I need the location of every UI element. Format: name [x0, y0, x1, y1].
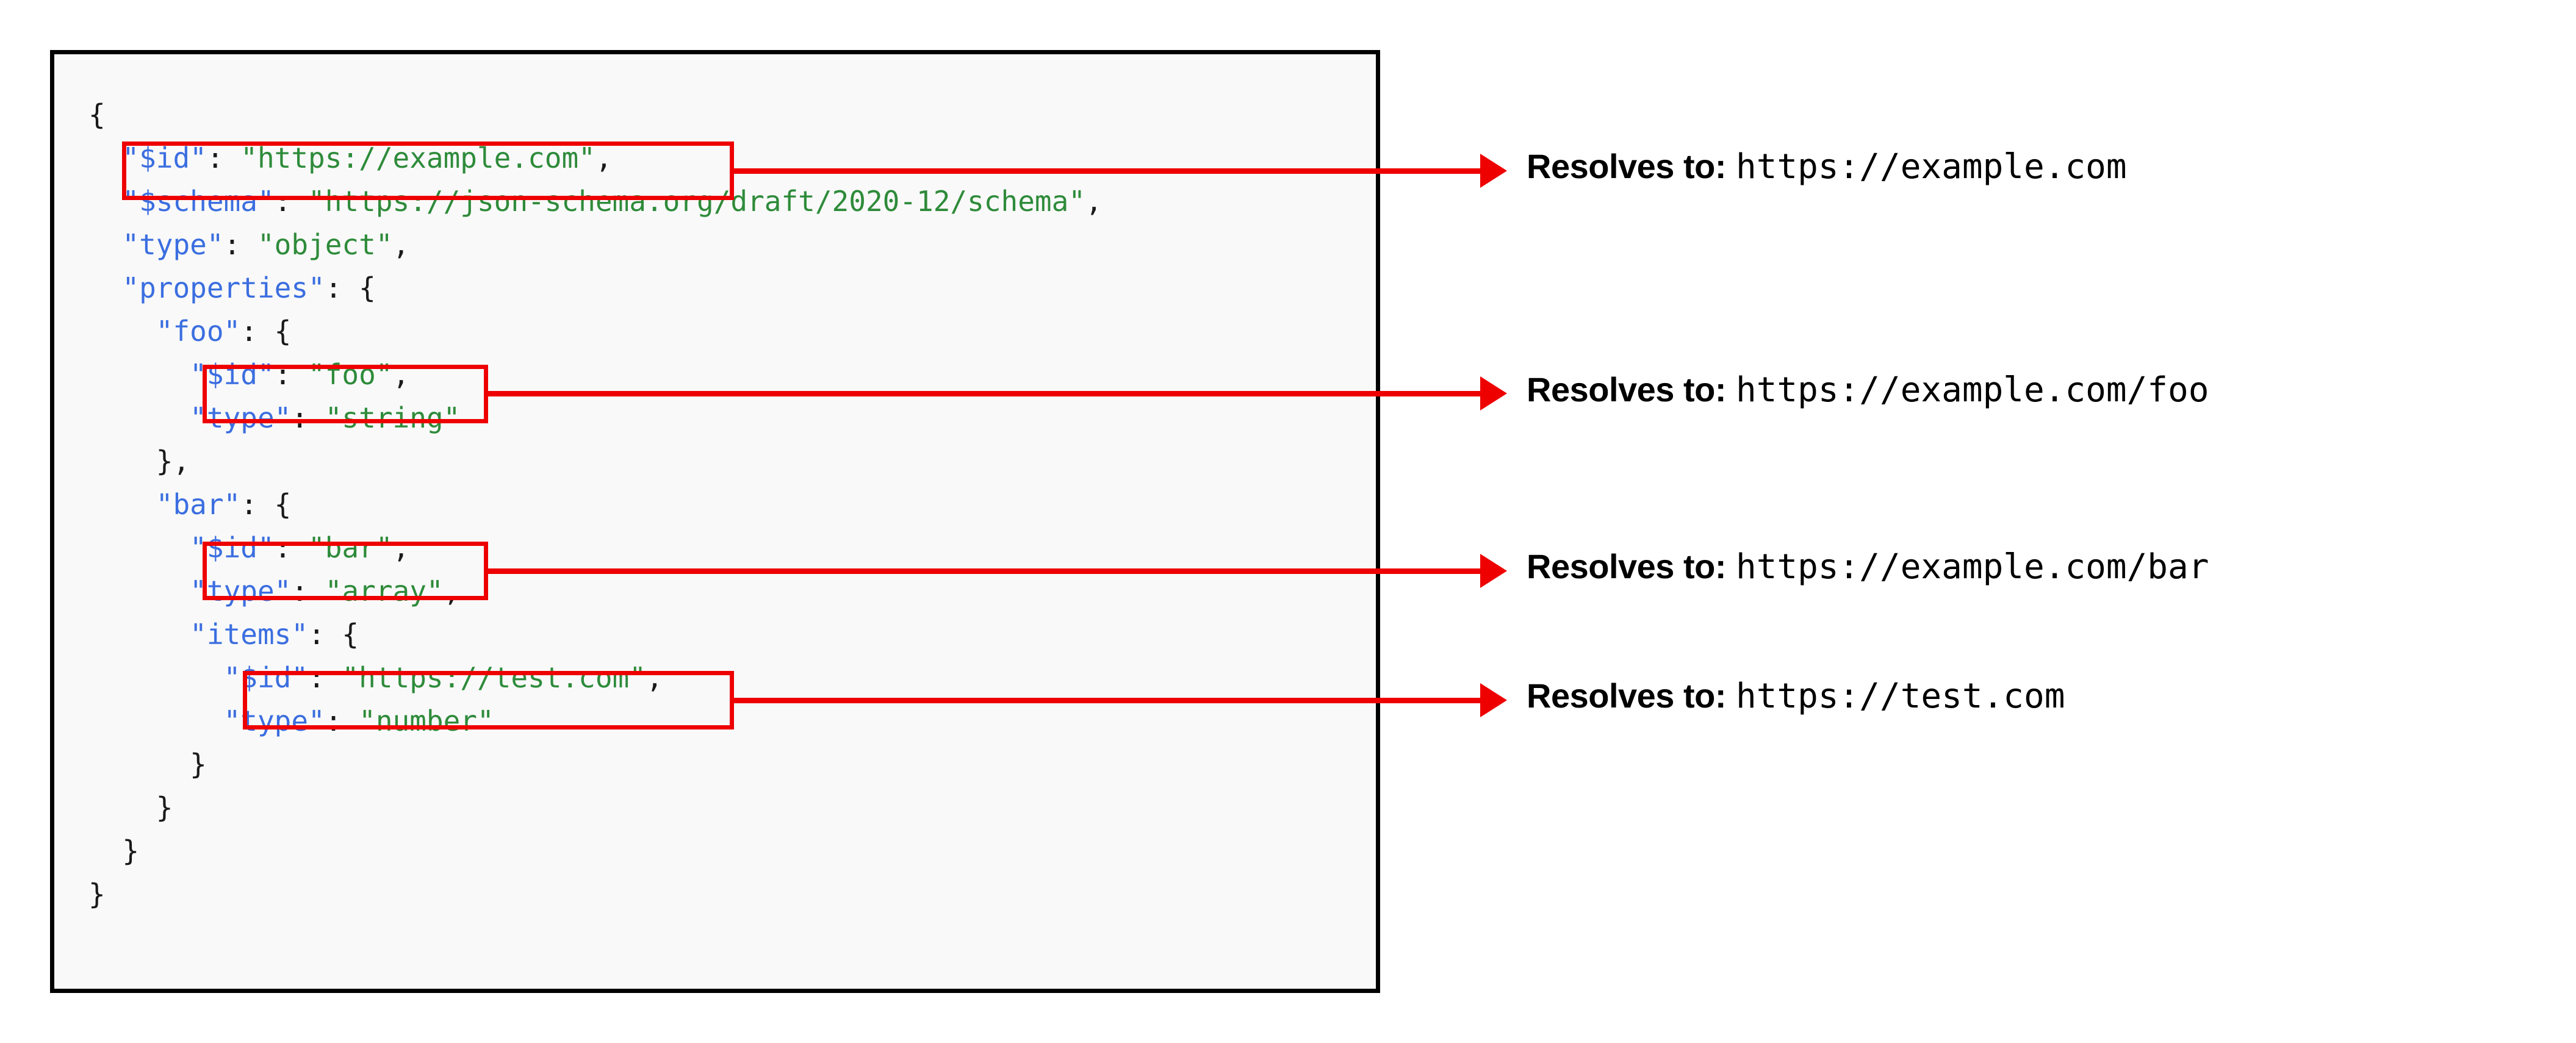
json-string: "string" — [325, 401, 461, 434]
json-string: "object" — [257, 228, 393, 261]
resolved-uri-value: https://example.com/bar — [1736, 547, 2209, 587]
code-line: "type": "array", — [88, 570, 1103, 613]
code-line: "bar": { — [88, 483, 1103, 526]
json-punctuation: : — [274, 185, 309, 218]
json-punctuation: : — [291, 575, 325, 608]
json-punctuation: }, — [156, 445, 190, 478]
resolves-to-label: Resolves to: — [1527, 676, 1727, 715]
json-string: "array" — [325, 575, 444, 608]
json-key: "type" — [190, 401, 292, 434]
json-punctuation: , — [392, 531, 410, 564]
code-line: "type": "number" — [88, 700, 1103, 743]
json-key: "type" — [122, 228, 224, 261]
code-line: "$id": "https://test.com", — [88, 656, 1103, 700]
json-punctuation: : { — [325, 271, 376, 304]
json-string: "number" — [359, 704, 494, 737]
json-string: "bar" — [308, 531, 393, 564]
code-line: "$schema": "https://json-schema.org/draf… — [88, 180, 1103, 223]
json-punctuation: : — [308, 661, 342, 694]
json-punctuation: : — [223, 228, 257, 261]
json-key: "properties" — [122, 271, 325, 304]
arrow-items-id-head — [1480, 683, 1507, 717]
code-line: "type": "object", — [88, 223, 1103, 267]
resolves-root: Resolves to:https://example.com — [1527, 146, 2127, 187]
code-line: "items": { — [88, 613, 1103, 656]
json-key: "$id" — [190, 358, 275, 391]
arrow-bar-id-line — [488, 568, 1480, 574]
resolved-uri-value: https://example.com/foo — [1736, 370, 2209, 410]
json-punctuation: , — [443, 575, 461, 608]
arrow-foo-id-head — [1480, 376, 1507, 410]
code-line: "$id": "https://example.com", — [88, 137, 1103, 180]
resolved-uri-value: https://example.com — [1736, 147, 2127, 187]
json-key: "$id" — [122, 142, 207, 174]
json-string: "https://test.com" — [342, 661, 646, 694]
code-line: "type": "string" — [88, 396, 1103, 440]
resolves-items: Resolves to:https://test.com — [1527, 676, 2065, 716]
json-punctuation: } — [190, 748, 207, 781]
code-line: "foo": { — [88, 310, 1103, 353]
json-punctuation: } — [88, 878, 106, 911]
arrow-root-id-head — [1480, 154, 1507, 188]
json-punctuation: : — [274, 358, 309, 391]
resolved-uri-value: https://test.com — [1736, 676, 2065, 716]
json-key: "$schema" — [122, 185, 275, 218]
code-line: "properties": { — [88, 267, 1103, 310]
code-line: } — [88, 786, 1103, 830]
arrow-root-id-line — [734, 168, 1480, 174]
json-punctuation: : — [325, 704, 359, 737]
json-punctuation: , — [1085, 185, 1103, 218]
json-punctuation: : { — [308, 618, 359, 651]
json-key: "$id" — [190, 531, 275, 564]
json-key: "foo" — [156, 315, 241, 348]
json-string: "https://example.com" — [240, 142, 595, 174]
code-listing: { "$id": "https://example.com", "$schema… — [88, 93, 1103, 916]
resolves-foo: Resolves to:https://example.com/foo — [1527, 370, 2209, 410]
json-key: "$id" — [223, 661, 309, 694]
arrow-bar-id-head — [1480, 554, 1507, 588]
json-key: "type" — [223, 704, 325, 737]
resolves-to-label: Resolves to: — [1527, 370, 1727, 409]
json-punctuation: , — [392, 228, 410, 261]
json-key: "type" — [190, 575, 292, 608]
json-punctuation: { — [88, 98, 106, 131]
code-line: "$id": "foo", — [88, 353, 1103, 396]
json-punctuation: : — [291, 401, 325, 434]
code-line: }, — [88, 440, 1103, 483]
json-schema-code-block: { "$id": "https://example.com", "$schema… — [50, 50, 1380, 993]
json-punctuation: , — [646, 661, 663, 694]
arrow-foo-id-line — [488, 391, 1480, 396]
json-key: "bar" — [156, 488, 241, 521]
arrow-items-id-line — [734, 698, 1480, 703]
code-line: { — [88, 93, 1103, 137]
code-line: } — [88, 873, 1103, 916]
json-punctuation: } — [156, 791, 173, 824]
json-punctuation: : { — [240, 315, 292, 348]
json-key: "items" — [190, 618, 309, 651]
json-punctuation: , — [392, 358, 410, 391]
json-string: "foo" — [308, 358, 393, 391]
json-punctuation: } — [122, 834, 140, 867]
code-line: } — [88, 830, 1103, 873]
json-punctuation: : — [206, 142, 241, 174]
json-punctuation: , — [595, 142, 613, 174]
code-line: "$id": "bar", — [88, 526, 1103, 570]
resolves-bar: Resolves to:https://example.com/bar — [1527, 547, 2209, 587]
resolves-to-label: Resolves to: — [1527, 147, 1727, 185]
json-string: "https://json-schema.org/draft/2020-12/s… — [308, 185, 1085, 218]
resolves-to-label: Resolves to: — [1527, 547, 1727, 586]
json-punctuation: : — [274, 531, 309, 564]
code-line: } — [88, 743, 1103, 786]
json-punctuation: : { — [240, 488, 292, 521]
